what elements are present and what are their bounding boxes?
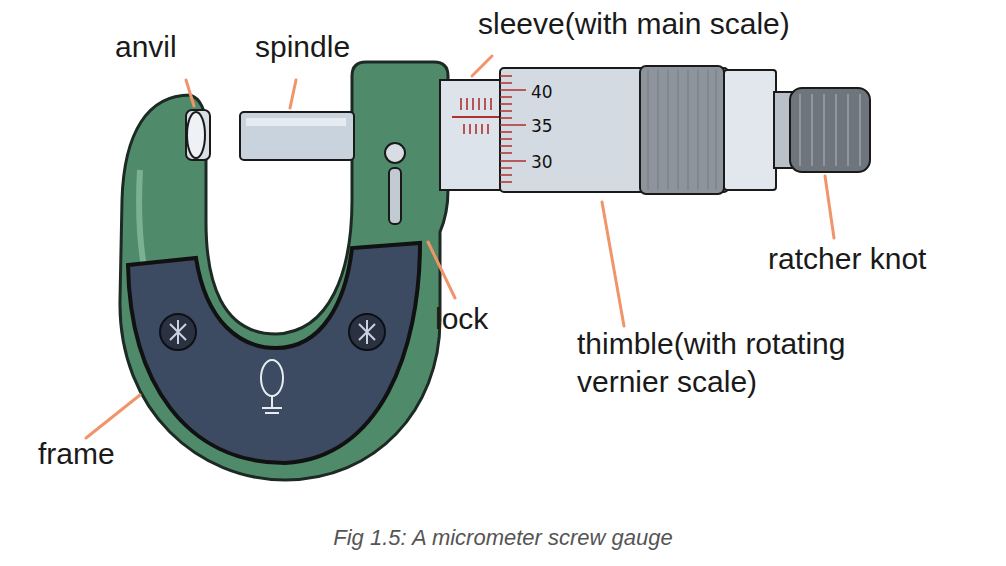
frame-body <box>120 62 448 480</box>
figure-caption: Fig 1.5: A micrometer screw gauge <box>0 525 1006 551</box>
screw-shine <box>359 320 375 344</box>
scale-number: 35 <box>531 116 553 136</box>
plate-logo-base <box>262 396 282 413</box>
part-label: frame <box>38 435 115 473</box>
leader-line <box>428 242 455 298</box>
thimble-end <box>724 70 776 190</box>
ratchet-knob <box>790 88 870 172</box>
anvil-end <box>187 112 205 158</box>
part-label: lock <box>435 300 488 338</box>
lock-knob <box>385 143 405 163</box>
sleeve-ticks <box>461 98 491 134</box>
part-label: sleeve(with main scale) <box>478 5 790 43</box>
lock-slot <box>389 168 401 224</box>
thimble-knurl <box>640 66 724 194</box>
ratchet-texture <box>800 94 860 166</box>
sleeve-body <box>440 80 502 190</box>
leader-line <box>825 176 834 238</box>
plate-logo <box>261 360 283 396</box>
part-label: spindle <box>255 28 350 66</box>
part-label: ratcher knot <box>768 240 926 278</box>
part-label: anvil <box>115 28 177 66</box>
plate-screw <box>349 314 385 350</box>
spindle-rod <box>240 112 354 160</box>
leader-line <box>186 80 194 106</box>
spindle-shine <box>246 118 346 126</box>
part-label: thimble(with rotating vernier scale) <box>577 325 922 401</box>
plate-screw <box>160 314 196 350</box>
sleeve-datum-line <box>452 116 502 118</box>
leader-line <box>290 80 296 108</box>
scale-number: 30 <box>531 152 553 172</box>
scale-number: 40 <box>531 82 553 102</box>
anvil-face <box>186 110 210 160</box>
screw-shine <box>170 320 186 344</box>
knurl-texture <box>648 70 716 190</box>
leader-line <box>86 395 140 438</box>
thimble-scale <box>500 76 526 182</box>
frame-plate <box>128 243 420 463</box>
leader-line <box>602 202 624 326</box>
leader-line <box>472 56 492 76</box>
